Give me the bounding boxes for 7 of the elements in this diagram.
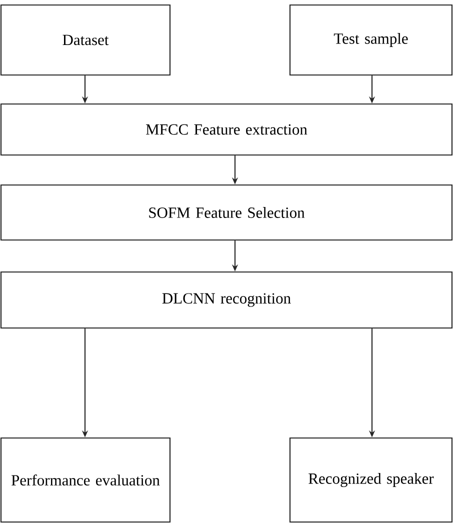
process-box: DLCNN recognition xyxy=(0,271,453,329)
process-box: Performance evaluation xyxy=(0,437,171,523)
process-box: MFCC Feature extraction xyxy=(0,103,453,156)
process-box: Test sample xyxy=(289,4,453,76)
process-box: SOFM Feature Selection xyxy=(0,184,453,241)
process-box: Dataset xyxy=(0,4,171,76)
process-box: Recognized speaker xyxy=(289,437,453,523)
